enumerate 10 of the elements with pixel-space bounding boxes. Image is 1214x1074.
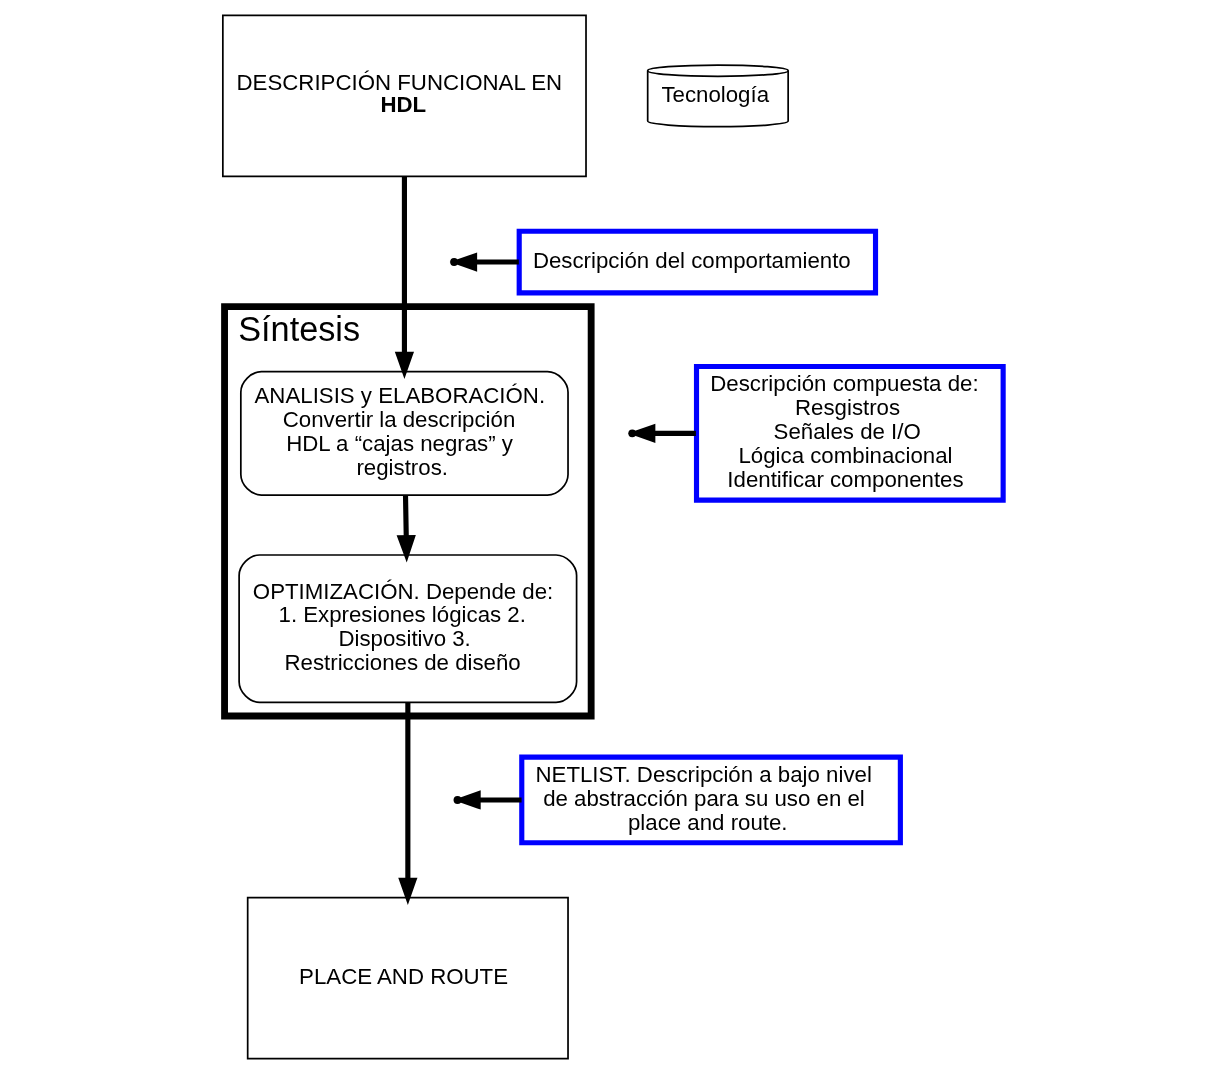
node-box: OPTIMIZACIÓN. Depende de: 1. Expresiones lógicas 2. Dispositivo 3. Restricciones de diseño — [238, 554, 578, 704]
arrow — [394, 176, 415, 380]
arrow — [398, 702, 418, 906]
node-box: DESCRIPCIÓN FUNCIONAL EN HDL — [222, 14, 587, 178]
node-box: ANALISIS y ELABORACIÓN. Convertir la descripción HDL a “cajas negras” y registros. — [239, 370, 569, 496]
node-box: PLACE AND ROUTE — [246, 896, 569, 1060]
node-box: NETLIST. Descripción a bajo nivel de abstracción para su uso en el place and route. — [519, 754, 903, 846]
arrow — [396, 495, 416, 563]
node-box: Descripción del comportamiento — [516, 228, 879, 296]
node-box: Descripción compuesta de: Resgistros Señales de I/O Lógica combinacional Identificar componentes — [693, 364, 1006, 503]
